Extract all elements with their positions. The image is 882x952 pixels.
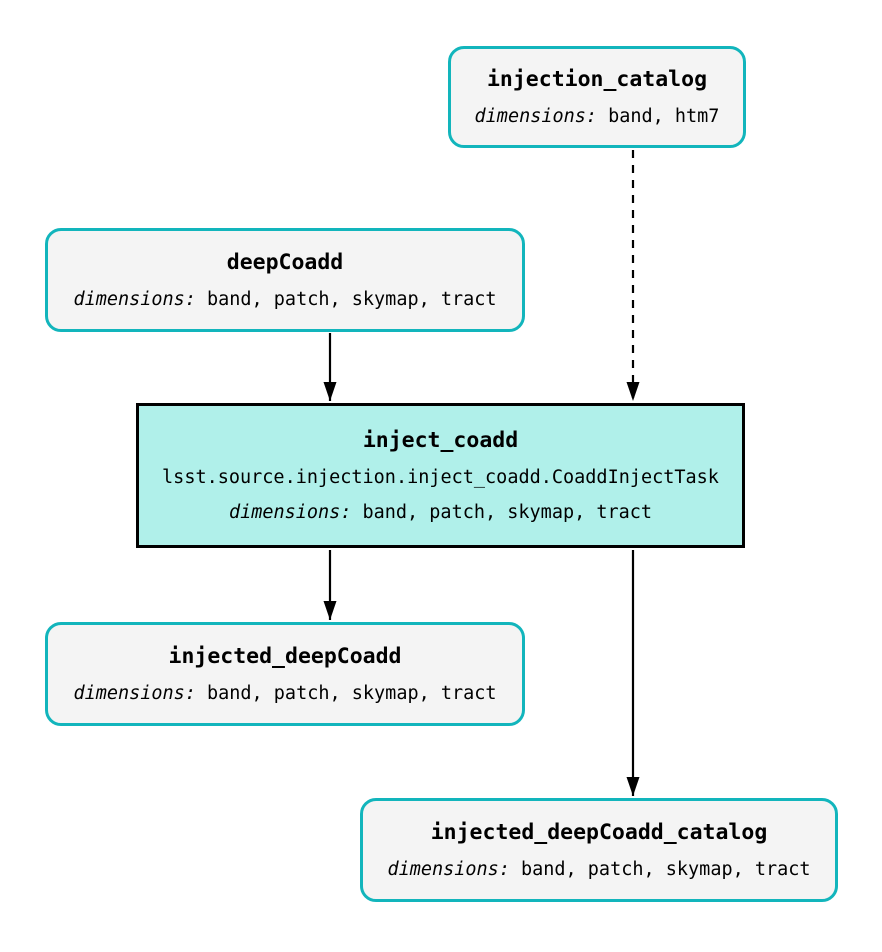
node-injected-deepCoadd: injected_deepCoadd dimensions: band, patc… <box>45 622 525 726</box>
node-deepCoadd: deepCoadd dimensions: band, patch, skymap… <box>45 228 525 332</box>
node-inject-coadd-task: inject_coadd lsst.source.injection.injec… <box>136 403 745 548</box>
dimensions-label: dimensions: <box>228 501 352 523</box>
task-class-path: lsst.source.injection.inject_coadd.Coadd… <box>162 466 719 488</box>
node-title: deepCoadd <box>226 249 344 275</box>
node-dimensions: dimensions: band, patch, skymap, tract <box>73 683 496 705</box>
node-dimensions: dimensions: band, patch, skymap, tract <box>387 859 810 881</box>
dimensions-label: dimensions: <box>387 858 510 880</box>
dimensions-label: dimensions: <box>474 105 598 127</box>
dimensions-value: band, patch, skymap, tract <box>362 501 653 523</box>
node-title: injected_deepCoadd <box>168 643 402 669</box>
dimensions-label: dimensions: <box>73 288 196 310</box>
node-title: inject_coadd <box>362 427 519 453</box>
node-dimensions: dimensions: band, htm7 <box>475 106 720 128</box>
dimensions-value: band, patch, skymap, tract <box>520 858 811 880</box>
node-dimensions: dimensions: band, patch, skymap, tract <box>229 502 652 524</box>
node-dimensions: dimensions: band, patch, skymap, tract <box>73 289 496 311</box>
node-title: injection_catalog <box>486 66 708 92</box>
dimensions-value: band, patch, skymap, tract <box>206 288 497 310</box>
dimensions-value: band, htm7 <box>608 105 720 127</box>
dimensions-value: band, patch, skymap, tract <box>206 682 497 704</box>
node-injection-catalog: injection_catalog dimensions: band, htm7 <box>448 46 746 148</box>
dimensions-label: dimensions: <box>73 682 196 704</box>
node-injected-deepCoadd-catalog: injected_deepCoadd_catalog dimensions: ba… <box>360 798 838 902</box>
node-title: injected_deepCoadd_catalog <box>430 819 768 845</box>
